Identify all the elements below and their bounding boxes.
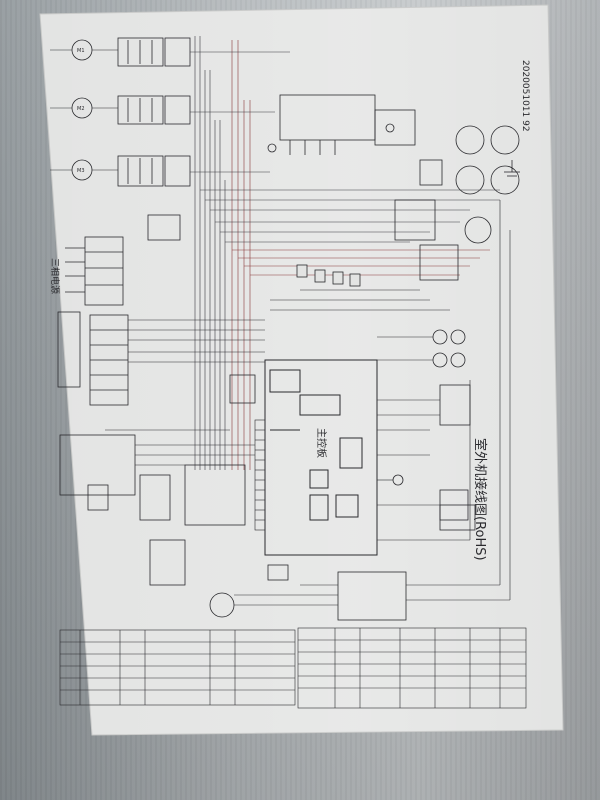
- board-left-pins: [254, 419, 266, 531]
- motor-label-3: M3: [77, 168, 85, 174]
- bus-lines-red: [231, 40, 251, 470]
- left-terminal-stack: [57, 311, 129, 406]
- parameter-table-left: [59, 629, 296, 706]
- parameter-table-right: [297, 627, 527, 709]
- motor-label-1: M1: [77, 48, 85, 54]
- main-board-label: 主控板: [315, 428, 328, 458]
- diagram-title: 室外机接线图(RoHS): [472, 438, 488, 561]
- power-label: 三相电源: [49, 258, 61, 294]
- top-horizontal-wires: [190, 51, 500, 243]
- legend-box: [439, 504, 476, 531]
- fan-motors: [394, 125, 520, 281]
- bus-lines-left: [194, 36, 226, 470]
- power-terminal-block: [65, 236, 124, 306]
- board-connectors-top: [296, 264, 361, 287]
- serial-number: 2020051011 92: [520, 60, 530, 132]
- relay-module-right: [374, 109, 416, 146]
- motor-label-2: M2: [77, 106, 85, 112]
